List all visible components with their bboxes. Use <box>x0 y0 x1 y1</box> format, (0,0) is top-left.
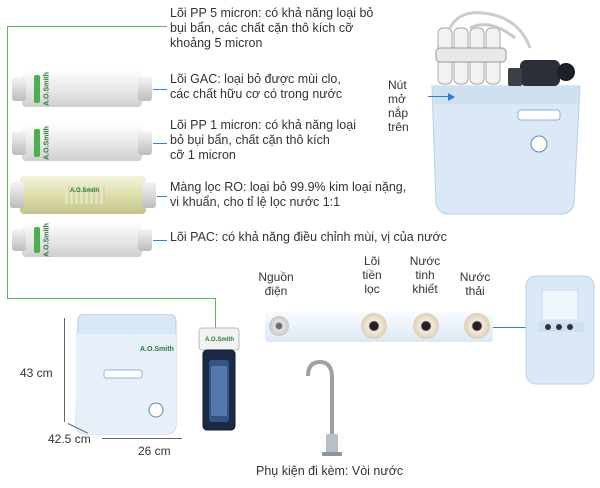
port-waste <box>464 313 490 339</box>
dimension-width: 26 cm <box>138 444 171 458</box>
port-pure-line1: Nước <box>409 254 441 268</box>
guide-line-down <box>215 298 216 328</box>
lid-button-label: Nút mở nắp trên <box>388 78 428 134</box>
pointer-gac <box>153 89 167 90</box>
prefilter-canister-image <box>198 327 240 431</box>
dimension-width-line <box>102 438 182 439</box>
port-source-line2: tiền <box>362 268 382 282</box>
pointer-ports <box>493 327 531 328</box>
cartridge-logo: A.O.Smith <box>43 223 51 257</box>
guide-line-top <box>7 26 167 27</box>
accessory-text: Phụ kiện đi kèm: Vòi nước <box>256 464 404 478</box>
filter-desc-pac-line1: Lõi PAC: có khả năng điều chỉnh mùi, vị … <box>170 230 447 244</box>
cartridge-logo: A.O.Smith <box>43 126 51 160</box>
guide-line-left <box>7 26 8 298</box>
dimension-height: 43 cm <box>20 366 53 380</box>
pointer-lid <box>428 96 448 97</box>
lid-label-line4: trên <box>388 120 409 134</box>
filter-desc-pp1: Lõi PP 1 micron: có khả năng loại bỏ bụi… <box>170 118 410 163</box>
port-label-power: Nguồn điện <box>251 270 301 298</box>
port-label-source: Lõi tiền lọc <box>352 254 392 296</box>
prefilter-logo: A.O.Smith <box>205 337 235 343</box>
filter-desc-ro-line2: vi khuẩn, cho tỉ lệ lọc nước 1:1 <box>170 195 341 209</box>
filter-desc-pp1-line2: bỏ bụi bẩn, chất cặn thô kích <box>170 133 330 147</box>
port-power-line1: Nguồn <box>258 270 294 284</box>
port-pure <box>413 313 439 339</box>
filter-desc-pp5-line1: Lõi PP 5 micron: có khả năng loại bỏ <box>170 6 374 20</box>
lid-label-line3: nắp <box>388 106 409 120</box>
open-unit-image <box>431 11 581 215</box>
filter-desc-pp1-line1: Lõi PP 1 micron: có khả năng loại <box>170 118 356 132</box>
pointer-lid-head <box>448 93 455 101</box>
port-pure-line2: tinh <box>415 268 435 282</box>
filter-desc-pp1-line3: cỡ 1 micron <box>170 148 236 162</box>
port-label-waste: Nước thải <box>453 270 497 298</box>
filter-desc-pp5-line3: khoảng 5 micron <box>170 36 263 50</box>
main-unit-image <box>75 314 177 435</box>
filter-desc-ro-line1: Màng lọc RO: loại bỏ 99.9% kim loại nặng… <box>170 180 407 194</box>
cartridge-logo: A.O.Smith <box>43 72 51 106</box>
port-pure-line3: khiết <box>412 282 438 296</box>
port-waste-line2: thải <box>465 284 485 298</box>
filter-desc-pp5: Lõi PP 5 micron: có khả năng loại bỏ bụi… <box>170 6 410 51</box>
filter-desc-pac: Lõi PAC: có khả năng điều chỉnh mùi, vị … <box>170 230 470 245</box>
cartridge-logo: A.O.Smith <box>70 188 100 194</box>
filter-cartridge-pac: A.O.Smith <box>12 223 152 257</box>
faucet-image <box>306 359 342 456</box>
port-waste-line1: Nước <box>459 270 491 284</box>
port-power-line2: điện <box>264 284 288 298</box>
filter-desc-ro: Màng lọc RO: loại bỏ 99.9% kim loại nặng… <box>170 180 430 210</box>
lid-label-line1: Nút <box>388 78 407 92</box>
guide-line-bottom <box>7 298 215 299</box>
filter-desc-pp5-line2: bụi bẩn, các chất cặn thô kích cỡ <box>170 21 354 35</box>
port-source-line3: lọc <box>364 282 380 296</box>
back-unit-image <box>525 275 595 385</box>
port-source <box>361 313 387 339</box>
pointer-ro <box>157 196 167 197</box>
pointer-pac <box>153 240 167 241</box>
filter-desc-gac: Lõi GAC: loại bỏ được mùi clo, các chất … <box>170 72 410 102</box>
dimension-height-line <box>64 318 65 422</box>
port-source-line1: Lõi <box>363 254 380 268</box>
filter-desc-gac-line2: các chất hữu cơ có trong nước <box>170 87 343 101</box>
port-power <box>269 316 289 336</box>
dimension-depth: 42.5 cm <box>48 432 91 446</box>
filter-desc-gac-line1: Lõi GAC: loại bỏ được mùi clo, <box>170 72 341 86</box>
main-unit-logo: A.O.Smith <box>140 346 174 353</box>
lid-label-line2: mở <box>388 92 406 106</box>
filter-cartridge-ro: A.O.Smith <box>10 176 156 214</box>
filter-cartridge-gac: A.O.Smith <box>12 71 152 107</box>
filter-cartridge-pp1: A.O.Smith <box>12 125 152 161</box>
pointer-pp1 <box>153 143 167 144</box>
port-label-pure: Nước tinh khiết <box>400 254 450 296</box>
